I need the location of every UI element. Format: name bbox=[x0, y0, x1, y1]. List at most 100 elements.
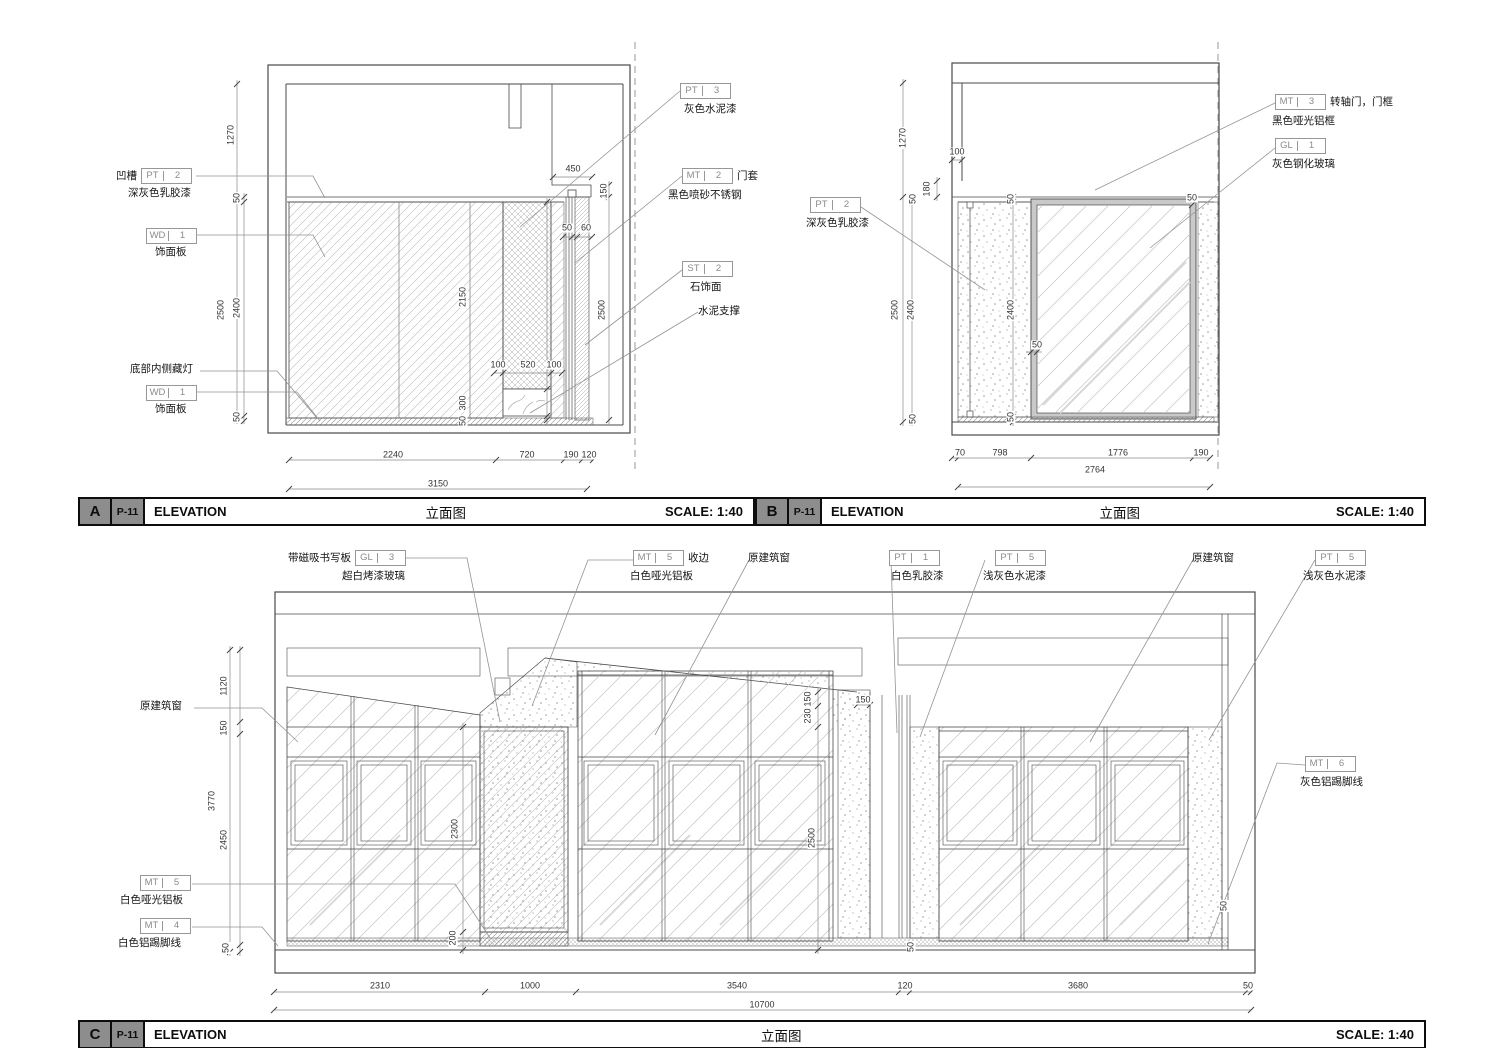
callout-note: 原建筑窗 bbox=[140, 700, 182, 712]
callout-desc: 白色乳胶漆 bbox=[891, 570, 944, 582]
view-letter: A bbox=[80, 499, 112, 524]
callout-desc: 灰色水泥漆 bbox=[684, 103, 737, 115]
dimension-lines-c bbox=[226, 646, 1255, 1014]
callout-desc: 白色铝踢脚线 bbox=[118, 937, 181, 949]
view-title-cn: 立面图 bbox=[760, 1028, 802, 1044]
tag-code: MT bbox=[141, 878, 163, 888]
sheet-number: P-11 bbox=[112, 1022, 145, 1047]
view-title: ELEVATION bbox=[154, 504, 227, 519]
dim-label: 50 bbox=[1185, 192, 1199, 203]
callout-suffix: 转轴门，门框 bbox=[1330, 95, 1393, 108]
leader-lines-c bbox=[192, 557, 1316, 947]
tag-number: 4 bbox=[173, 920, 180, 932]
dim-label: 1270 bbox=[225, 123, 236, 147]
tag-number: 3 bbox=[1308, 96, 1315, 108]
view-scale: SCALE: 1:40 bbox=[1335, 1027, 1414, 1042]
callout-suffix: 收边 bbox=[688, 551, 709, 564]
tag-number: 2 bbox=[174, 170, 181, 182]
tag-number: 3 bbox=[713, 85, 720, 97]
dim-label: 2310 bbox=[368, 980, 392, 991]
callout-prefix: 凹槽 bbox=[116, 169, 137, 182]
dim-label: 230 bbox=[802, 707, 813, 725]
dim-label: 50 bbox=[1005, 410, 1016, 424]
tag-code: PT bbox=[142, 171, 164, 181]
dim-label: 1270 bbox=[897, 126, 908, 150]
callout-desc: 超白烤漆玻璃 bbox=[342, 570, 405, 582]
dim-label: 2400 bbox=[905, 298, 916, 322]
dim-label: 50 bbox=[457, 414, 468, 428]
tag-number: 1 bbox=[179, 387, 186, 399]
callout-desc: 深灰色乳胶漆 bbox=[806, 217, 869, 229]
callout-note: 底部内侧藏灯 bbox=[130, 363, 193, 375]
tag-code: PT bbox=[890, 553, 912, 563]
tag-number: 1 bbox=[1308, 140, 1315, 152]
view-letter: C bbox=[80, 1022, 112, 1047]
tag-number: 5 bbox=[666, 552, 673, 564]
callout-prefix: 带磁吸书写板 bbox=[288, 551, 351, 564]
dim-label: 120 bbox=[896, 980, 914, 991]
tag-number: 6 bbox=[1338, 758, 1345, 770]
tag-number: 5 bbox=[1348, 552, 1355, 564]
callout-desc: 浅灰色水泥漆 bbox=[983, 570, 1046, 582]
dim-label: 150 bbox=[598, 182, 609, 200]
dim-label: 50 bbox=[220, 941, 231, 955]
callout-suffix: 门套 bbox=[737, 169, 758, 182]
dim-label: 50 bbox=[231, 191, 242, 205]
tag-number: 3 bbox=[388, 552, 395, 564]
elevation-c-drawing bbox=[192, 557, 1316, 1014]
view-scale: SCALE: 1:40 bbox=[664, 504, 743, 519]
callout-desc: 黑色喷砂不锈钢 bbox=[668, 189, 742, 201]
callout-desc: 深灰色乳胶漆 bbox=[128, 187, 191, 199]
dim-label: 720 bbox=[518, 449, 536, 460]
dim-label: 2500 bbox=[889, 298, 900, 322]
callout-desc: 白色哑光铝板 bbox=[120, 894, 183, 906]
dim-label: 3150 bbox=[426, 478, 450, 489]
view-letter: B bbox=[757, 499, 789, 524]
callout-desc: 黑色哑光铝框 bbox=[1272, 115, 1335, 127]
tag-code: WD bbox=[147, 388, 169, 398]
dim-label: 190 bbox=[1192, 447, 1210, 458]
leader-lines-b bbox=[860, 102, 1276, 291]
walls-c bbox=[274, 591, 1256, 974]
dim-label: 100 bbox=[489, 359, 507, 370]
dim-label: 50 bbox=[907, 412, 918, 426]
elevation-b-drawing bbox=[860, 42, 1276, 491]
dim-label: 50 bbox=[907, 192, 918, 206]
dim-label: 50 bbox=[1218, 899, 1229, 913]
titlebar-elevation-c: C P-11 ELEVATION 立面图 SCALE: 1:40 bbox=[78, 1020, 1426, 1048]
tag-code: MT bbox=[683, 171, 705, 181]
dim-label: 1120 bbox=[218, 675, 229, 697]
callout-desc: 灰色铝踢脚线 bbox=[1300, 776, 1363, 788]
dim-label: 150 bbox=[218, 719, 229, 737]
titlebar-elevation-a: A P-11 ELEVATION 立面图 SCALE: 1:40 bbox=[78, 497, 755, 526]
dim-label: 2400 bbox=[231, 296, 242, 320]
tag-number: 2 bbox=[715, 263, 722, 275]
dim-label: 798 bbox=[991, 447, 1009, 458]
callout-desc: 浅灰色水泥漆 bbox=[1303, 570, 1366, 582]
dim-label: 2400 bbox=[1005, 298, 1016, 322]
dim-label: 520 bbox=[519, 359, 537, 370]
dim-label: 300 bbox=[457, 394, 468, 412]
